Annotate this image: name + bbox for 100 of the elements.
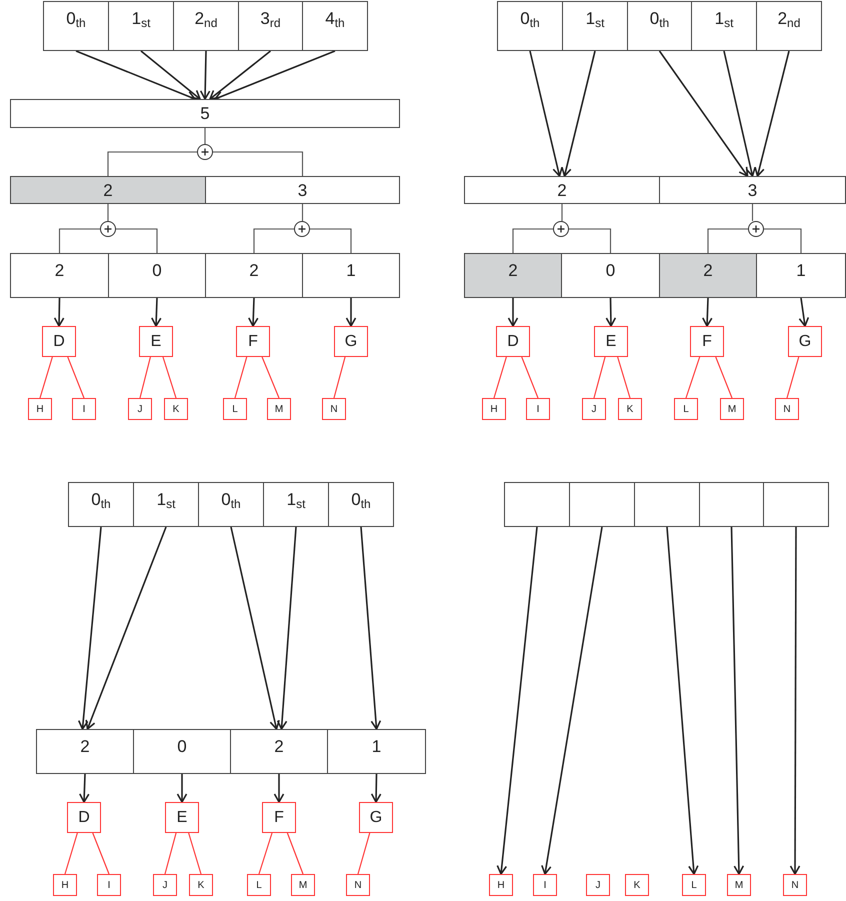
tree-node-box: [67, 802, 101, 833]
cell-value: 1: [796, 262, 806, 279]
array-cell: [634, 482, 700, 527]
tree-node-box: [533, 874, 557, 896]
connector-line: [521, 356, 539, 398]
cell-value: 5: [200, 105, 210, 122]
array-cell: [263, 482, 329, 527]
connector-line: [357, 832, 370, 874]
tree-node-box: [720, 398, 744, 420]
array-cell: [562, 1, 628, 51]
cell-value: 2: [508, 262, 518, 279]
array-cell: [10, 99, 400, 128]
tree-node-box: [775, 398, 799, 420]
connector-line: [92, 832, 110, 874]
tree-node-box: [153, 874, 177, 896]
node-label: D: [78, 808, 90, 828]
tree-node-box: [489, 874, 513, 896]
tree-node-box: [727, 874, 751, 896]
arrow: [209, 50, 271, 100]
cell-value: 2: [249, 262, 259, 279]
node-label: J: [592, 402, 596, 416]
array-cell: [36, 729, 134, 774]
arrow: [666, 526, 699, 875]
tree-node-box: [334, 326, 368, 357]
connector-line: [58, 228, 100, 253]
tree-node-box: [625, 874, 649, 896]
node-label: F: [248, 332, 258, 352]
connector-line: [204, 128, 206, 144]
arrow: [606, 298, 616, 327]
tree-node-box: [165, 802, 199, 833]
array-cell: [627, 1, 692, 51]
node-label: H: [497, 878, 505, 892]
cell-value: 2: [80, 738, 90, 755]
array-cell: [464, 253, 562, 298]
cell-value: 0: [152, 262, 162, 279]
array-cell: [659, 253, 757, 298]
tree-node-box: [582, 398, 606, 420]
connector-line: [107, 204, 109, 221]
arrow: [790, 527, 800, 875]
tree-node-box: [594, 326, 628, 357]
arrow: [541, 526, 603, 875]
cell-value: 2: [557, 182, 567, 198]
node-label: I: [544, 878, 546, 892]
connector-line: [139, 356, 151, 398]
connector-line: [262, 356, 280, 398]
array-cell: [302, 253, 400, 298]
node-label: L: [256, 878, 262, 892]
array-cell: [10, 176, 206, 204]
tree-node-box: [482, 398, 506, 420]
cell-value: 2: [54, 262, 64, 279]
array-cell: [133, 729, 231, 774]
array-cell: [302, 1, 368, 51]
array-cell: [205, 176, 400, 204]
arrow: [214, 50, 336, 101]
array-cell: [699, 482, 764, 527]
connector-line: [164, 832, 177, 874]
node-label: K: [626, 402, 634, 416]
arrow: [140, 50, 201, 100]
cell-value: 0$_{th}$: [351, 491, 371, 508]
connector-line: [310, 228, 352, 253]
connector-line: [107, 151, 197, 176]
tree-node-box: [291, 874, 315, 896]
cell-value: 1$_{st}$: [286, 491, 306, 508]
arrow: [730, 526, 744, 875]
array-cell: [756, 253, 846, 298]
array-cell: [328, 482, 394, 527]
node-label: M: [298, 878, 308, 892]
arrow: [200, 50, 210, 100]
connector-line: [715, 356, 733, 398]
connector-line: [752, 204, 754, 221]
cell-value: 1$_{st}$: [586, 10, 604, 27]
cell-value: 0: [177, 738, 187, 755]
arrow: [54, 298, 64, 327]
node-label: E: [150, 332, 162, 352]
tree-node-box: [128, 398, 152, 420]
node-label: N: [330, 402, 338, 416]
cell-value: 1$_{st}$: [132, 10, 150, 27]
array-cell: [133, 482, 199, 527]
tree-node-box: [267, 398, 291, 420]
arrow: [496, 526, 538, 875]
tree-node-box: [53, 874, 77, 896]
node-label: E: [176, 808, 188, 828]
arrow: [798, 298, 810, 327]
connector-line: [116, 228, 158, 253]
node-label: K: [634, 878, 640, 892]
arrow: [78, 526, 102, 730]
node-label: N: [354, 878, 362, 892]
arrow: [79, 774, 90, 803]
sum-node: [100, 221, 116, 237]
tree-node-box: [189, 874, 213, 896]
node-label: H: [36, 402, 44, 416]
tree-node-box: [139, 326, 173, 357]
arrow: [360, 526, 382, 730]
arrow: [276, 526, 297, 730]
array-cell: [561, 253, 660, 298]
tree-node-box: [346, 874, 370, 896]
array-cell: [497, 1, 563, 51]
node-label: L: [232, 402, 238, 416]
cell-value: 3: [298, 182, 308, 198]
node-label: D: [53, 332, 65, 352]
